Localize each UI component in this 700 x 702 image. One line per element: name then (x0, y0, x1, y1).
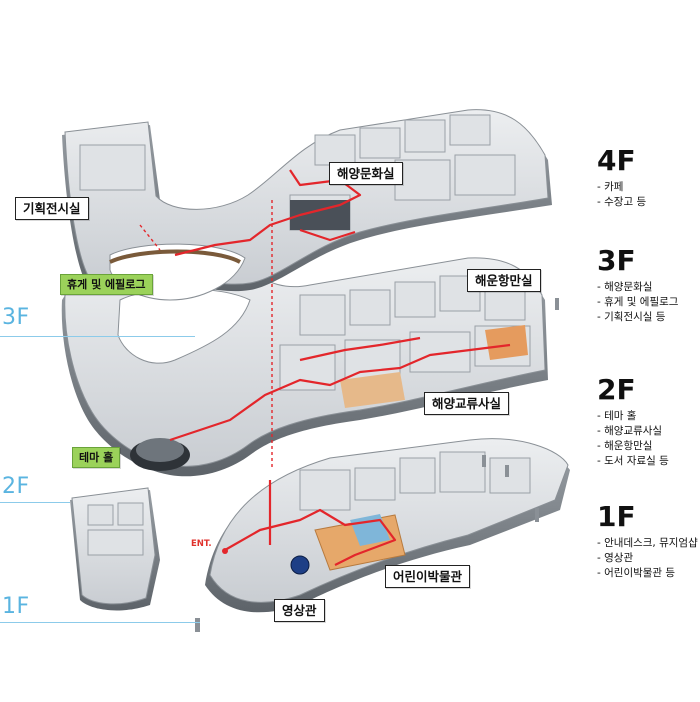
legend-item: - 도서 자료실 등 (597, 455, 669, 467)
label-childrens-museum: 어린이박물관 (385, 565, 471, 588)
legend-1f: 1F - 안내데스크, 뮤지엄샵 - 영상관 - 어린이박물관 등 (597, 502, 698, 581)
label-marine-culture: 해양문화실 (329, 162, 403, 185)
label-rest-epilogue: 휴게 및 에필로그 (60, 274, 153, 295)
floor-marker-1f: 1F (2, 594, 30, 619)
label-marine-exchange: 해양교류사실 (424, 392, 510, 415)
legend-item: - 해운항만실 (597, 440, 653, 452)
floor-line-3f (0, 336, 195, 337)
legend-item: - 휴게 및 에필로그 (597, 296, 679, 308)
floor-line-2f (0, 502, 70, 503)
legend-item: - 기획전시실 등 (597, 311, 666, 323)
legend-floor-title: 3F (597, 244, 636, 277)
legend-3f: 3F - 해양문화실 - 휴게 및 에필로그 - 기획전시실 등 (597, 246, 678, 325)
legend-item: - 영상관 (597, 552, 634, 564)
legend-item: - 안내데스크, 뮤지엄샵 (597, 537, 698, 549)
legend-item: - 카페 (597, 181, 624, 193)
legend-item: - 테마 홀 (597, 410, 637, 422)
label-theater: 영상관 (274, 599, 325, 622)
label-theme-hall: 테마 홀 (72, 447, 121, 468)
legend-item: - 수장고 등 (597, 196, 647, 208)
label-planning-exhibition: 기획전시실 (15, 197, 89, 220)
floor-marker-3f: 3F (2, 305, 30, 330)
label-port-bay: 해운항만실 (467, 269, 541, 292)
legend-floor-title: 1F (597, 500, 636, 533)
label-entrance: ENT. (191, 539, 212, 549)
visitor-route (169, 169, 511, 566)
legend-2f: 2F - 테마 홀 - 해양교류사실 - 해운항만실 - 도서 자료실 등 (597, 375, 669, 469)
entrance-marker (222, 548, 228, 554)
legend-floor-title: 2F (597, 373, 636, 406)
floor-1f-slab (70, 438, 570, 613)
floor-line-1f (0, 622, 200, 623)
legend-item: - 어린이박물관 등 (597, 567, 676, 579)
structure-pillars (195, 298, 559, 632)
legend-4f: 4F - 카페 - 수장고 등 (597, 146, 646, 210)
legend-floor-title: 4F (597, 144, 636, 177)
floor-marker-2f: 2F (2, 474, 30, 499)
vertical-route-dashes (139, 200, 273, 470)
floor-2f-slab (61, 257, 549, 477)
legend-item: - 해양문화실 (597, 281, 653, 293)
legend-item: - 해양교류사실 (597, 425, 663, 437)
